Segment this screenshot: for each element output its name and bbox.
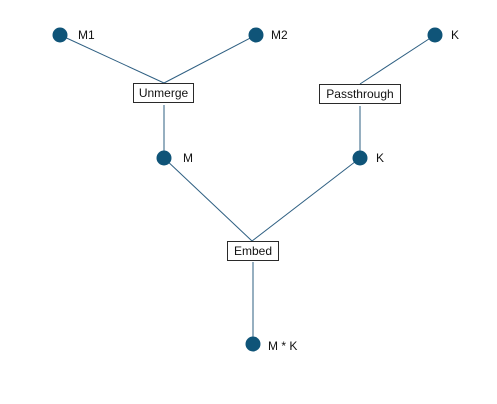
node-k-mid-dot <box>352 150 368 166</box>
edge-m2-unmerge <box>163 34 257 84</box>
node-m1-dot <box>52 27 68 43</box>
passthrough-box: Passthrough <box>319 84 401 104</box>
node-m-label: M <box>183 151 193 165</box>
node-m1-label: M1 <box>78 28 95 42</box>
edge-k-passthrough <box>359 34 436 85</box>
node-m2-label: M2 <box>271 28 288 42</box>
node-m-dot <box>156 150 172 166</box>
edge-m-embed <box>163 157 253 242</box>
embed-box: Embed <box>227 241 279 261</box>
node-mk-label: M * K <box>268 339 298 353</box>
node-mk-dot <box>245 336 261 352</box>
unmerge-box: Unmerge <box>133 83 194 103</box>
node-m2-dot <box>248 27 264 43</box>
node-k-top-dot <box>427 27 443 43</box>
node-k-mid-label: K <box>376 151 385 165</box>
edge-k-embed <box>251 157 361 242</box>
node-k-top-label: K <box>451 28 460 42</box>
edge-m1-unmerge <box>59 34 165 84</box>
